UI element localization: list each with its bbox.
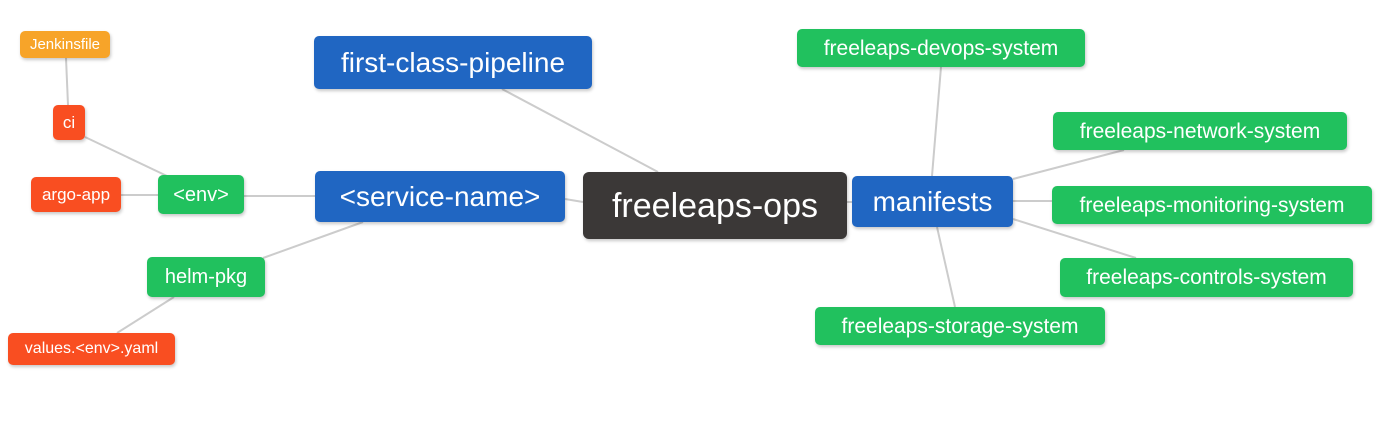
edge-manifests-storage-system <box>936 226 956 308</box>
node-helm-pkg[interactable]: helm-pkg <box>147 257 265 297</box>
edge-manifests-devops-system <box>931 66 942 177</box>
node-first-class-pipeline[interactable]: first-class-pipeline <box>314 36 592 89</box>
node-freeleaps-ops[interactable]: freeleaps-ops <box>583 172 847 239</box>
edge-ci-env <box>84 136 168 177</box>
node-ci[interactable]: ci <box>53 105 85 140</box>
node-freeleaps-storage-system[interactable]: freeleaps-storage-system <box>815 307 1105 345</box>
edge-jenkinsfile-ci <box>65 57 69 106</box>
node-argo-app[interactable]: argo-app <box>31 177 121 212</box>
node-freeleaps-controls-system[interactable]: freeleaps-controls-system <box>1060 258 1353 297</box>
node-jenkinsfile[interactable]: Jenkinsfile <box>20 31 110 58</box>
edge-service-name-freeleaps-ops <box>564 198 584 203</box>
node-manifests[interactable]: manifests <box>852 176 1013 227</box>
node-freeleaps-network-system[interactable]: freeleaps-network-system <box>1053 112 1347 150</box>
node-service-name[interactable]: <service-name> <box>315 171 565 222</box>
edge-pipeline-freeleaps-ops <box>501 88 659 173</box>
edge-manifests-controls-system <box>1012 218 1137 259</box>
node-env[interactable]: <env> <box>158 175 244 214</box>
node-freeleaps-devops-system[interactable]: freeleaps-devops-system <box>797 29 1085 67</box>
edge-helm-pkg-service-name <box>262 221 364 259</box>
edge-manifests-network-system <box>1012 149 1125 180</box>
node-freeleaps-monitoring-system[interactable]: freeleaps-monitoring-system <box>1052 186 1372 224</box>
edge-values-helm-pkg <box>116 296 175 334</box>
node-values-env-yaml[interactable]: values.<env>.yaml <box>8 333 175 365</box>
